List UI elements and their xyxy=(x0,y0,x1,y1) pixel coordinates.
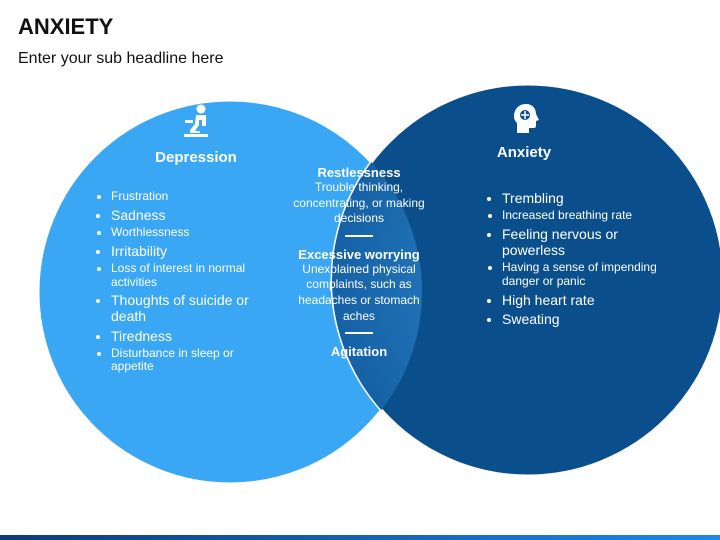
list-item: Increased breathing rate xyxy=(502,208,682,223)
overlap-heading-1: Restlessness xyxy=(317,165,401,180)
list-item: High heart rate xyxy=(502,292,682,308)
overlap-heading-3: Agitation xyxy=(330,344,388,360)
overlap-text-1: Trouble thinking, concentrating, or maki… xyxy=(293,180,425,226)
page-subtitle: Enter your sub headline here xyxy=(18,50,224,67)
list-item: Trembling xyxy=(502,190,682,206)
anxiety-list: TremblingIncreased breathing rateFeeling… xyxy=(484,190,682,330)
head-brain-icon xyxy=(514,104,539,133)
list-item: Feeling nervous or powerless xyxy=(502,226,682,258)
list-item: Irritability xyxy=(111,243,276,259)
anxiety-title: Anxiety xyxy=(496,144,552,161)
list-item: Disturbance in sleep or appetite xyxy=(111,346,276,375)
page-title: ANXIETY xyxy=(18,14,114,39)
list-item: Sweating xyxy=(502,311,682,327)
overlap-heading-2: Excessive worrying xyxy=(298,246,420,262)
list-item: Tiredness xyxy=(111,328,276,344)
overlap-content: Restlessness Trouble thinking, concentra… xyxy=(279,165,439,359)
overlap-separator xyxy=(345,234,373,237)
overlap-separator xyxy=(345,332,373,335)
depression-title: Depression xyxy=(155,149,237,166)
list-item: Frustration xyxy=(111,189,276,204)
list-item: Loss of interest in normal activities xyxy=(111,261,276,290)
list-item: Sadness xyxy=(111,207,276,223)
list-item: Having a sense of impending danger or pa… xyxy=(502,260,682,289)
footer-bar xyxy=(0,535,720,540)
depression-list: FrustrationSadnessWorthlessnessIrritabil… xyxy=(93,189,276,377)
list-item: Worthlessness xyxy=(111,225,276,240)
list-item: Thoughts of suicide or death xyxy=(111,292,276,324)
overlap-text-2: Unexplained physical complaints, such as… xyxy=(298,261,420,323)
person-sitting-icon xyxy=(184,104,208,137)
